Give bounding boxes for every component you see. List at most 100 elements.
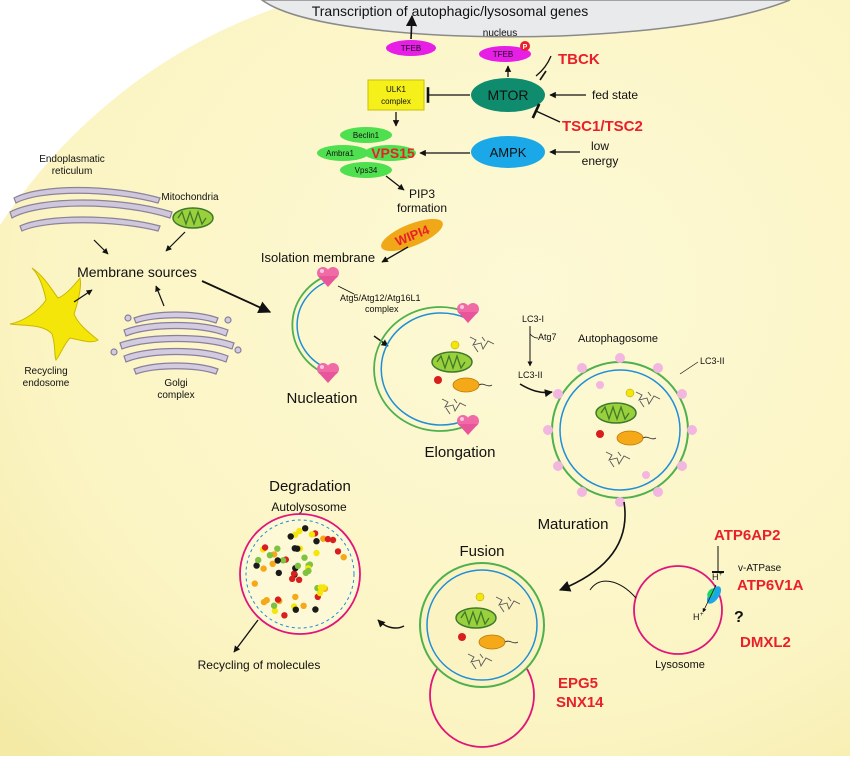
- vps34-label: Vps34: [355, 166, 378, 175]
- nucleation-label: Nucleation: [287, 390, 358, 407]
- recycling-endosome-label-1: Recycling: [24, 366, 67, 377]
- question-mark: ?: [734, 609, 744, 626]
- maturation-arrow: [558, 501, 626, 592]
- vps15-gene-label: VPS15: [371, 145, 415, 161]
- degradation-granule: [294, 562, 302, 569]
- degradation-granule: [274, 596, 282, 603]
- degradation-granule: [296, 527, 303, 535]
- degradation-granule: [295, 576, 303, 583]
- fusion-inner-membrane: [426, 569, 538, 681]
- degradation-granule: [266, 552, 274, 559]
- tbck-inhibition: [535, 55, 552, 77]
- tbck-bar: [539, 70, 547, 81]
- endosome-arrow: [73, 289, 93, 303]
- er-label-2: reticulum: [52, 166, 93, 177]
- nucleus-label: nucleus: [483, 28, 517, 39]
- fusion-mitochondria-icon: [455, 607, 497, 629]
- tbck-gene-label: TBCK: [558, 51, 600, 68]
- degradation-granule: [281, 612, 288, 619]
- tsc-inhibition: [531, 103, 561, 123]
- recycling-molecules-label: Recycling of molecules: [198, 658, 321, 672]
- lc3-i-label: LC3-I: [522, 314, 544, 324]
- fusion-to-degradation-arrow: [377, 619, 405, 629]
- lc3-ii-pointer: [679, 361, 699, 375]
- h-plus-inner: H: [693, 612, 700, 622]
- degradation-granule: [324, 535, 332, 543]
- endoplasmic-reticulum-icon: [9, 186, 173, 232]
- degradation-granule: [292, 593, 299, 601]
- membrane-sources-label: Membrane sources: [77, 264, 197, 280]
- nucleus-title: Transcription of autophagic/lysosomal ge…: [312, 3, 589, 19]
- degradation-granule: [316, 589, 324, 597]
- degradation-granule: [251, 580, 258, 587]
- h-plus-inner-sup: +: [700, 612, 704, 618]
- autolysosome: [239, 513, 361, 635]
- isolation-membrane-label: Isolation membrane: [261, 250, 375, 265]
- golgi-arrow: [155, 285, 165, 307]
- beclin-to-pip3-arrow: [385, 175, 405, 191]
- tfeb-badge: [386, 40, 436, 56]
- degradation-granule: [334, 548, 342, 555]
- lysosome-label: Lysosome: [655, 659, 705, 671]
- fusion-protein-aggregate: [478, 634, 506, 650]
- lysosome: [633, 565, 723, 655]
- degradation-granule: [340, 554, 347, 561]
- degradation-granule: [313, 538, 320, 545]
- lc3-ii-dots: [543, 353, 697, 507]
- autolysosome-inner-dashed: [245, 519, 355, 629]
- atp6ap2-gene-label: ATP6AP2: [714, 527, 780, 544]
- ampk-node: [471, 136, 545, 168]
- autophagosome-red-cargo: [596, 430, 604, 438]
- ambra1-node: [317, 145, 369, 161]
- snx14-gene-label: SNX14: [556, 694, 604, 711]
- elongation-red-cargo: [434, 376, 442, 384]
- wipi4-node: [381, 218, 443, 252]
- ambra1-label: Ambra1: [326, 149, 355, 158]
- degradation-granule: [261, 544, 269, 551]
- degradation-granule: [308, 531, 316, 538]
- h-plus-outer-sup: +: [719, 572, 723, 578]
- recycling-endosome-label-2: endosome: [23, 378, 70, 389]
- recycling-molecules-arrow: [233, 619, 259, 653]
- atg7-label: Atg7: [538, 332, 557, 342]
- lc3-ii-right-label: LC3-II: [700, 356, 725, 366]
- dmxl2-gene-label: DMXL2: [740, 634, 791, 651]
- phosphate-label: P: [523, 44, 528, 51]
- degradation-granule: [260, 598, 268, 606]
- wipi4-arrow: [381, 246, 409, 263]
- degradation-granule: [317, 584, 324, 591]
- degradation-granule: [255, 556, 262, 564]
- mitochondria-icon: [172, 207, 214, 229]
- atg-complex-label-2: complex: [365, 304, 399, 314]
- degradation-granule: [300, 602, 307, 609]
- degradation-granule: [269, 560, 276, 567]
- degradation-granule: [294, 545, 301, 552]
- degradation-granule: [329, 536, 337, 544]
- degradation-granule: [274, 557, 281, 564]
- pip3-label: PIP3: [409, 187, 435, 201]
- elongation-to-autophagosome-arrow: [519, 383, 553, 398]
- isolation-outer-membrane: [291, 275, 327, 375]
- elongation-yellow-cargo: [450, 340, 460, 350]
- elongation-label: Elongation: [425, 444, 496, 461]
- fusion-yellow-cargo: [475, 592, 485, 602]
- elongation-tail: [478, 383, 493, 387]
- atg-pointer: [337, 285, 355, 295]
- maturation-label: Maturation: [538, 516, 609, 533]
- vps34-node: [340, 162, 392, 178]
- mtor-label: MTOR: [488, 87, 529, 103]
- low-energy-label-2: energy: [582, 154, 619, 168]
- tfeb-phosphorylated-label: TFEB: [493, 50, 513, 59]
- degradation-granule: [260, 565, 267, 572]
- elongation-outer-membrane: [373, 306, 467, 432]
- lc3-ii-label: LC3-II: [518, 370, 543, 380]
- er-arrow: [93, 239, 109, 255]
- h-plus-outer: H: [712, 572, 719, 582]
- tfeb-to-nucleus-arrow: [405, 14, 418, 40]
- epg5-gene-label: EPG5: [558, 675, 598, 692]
- degradation-granule: [279, 557, 287, 564]
- beclin1-label: Beclin1: [353, 131, 380, 140]
